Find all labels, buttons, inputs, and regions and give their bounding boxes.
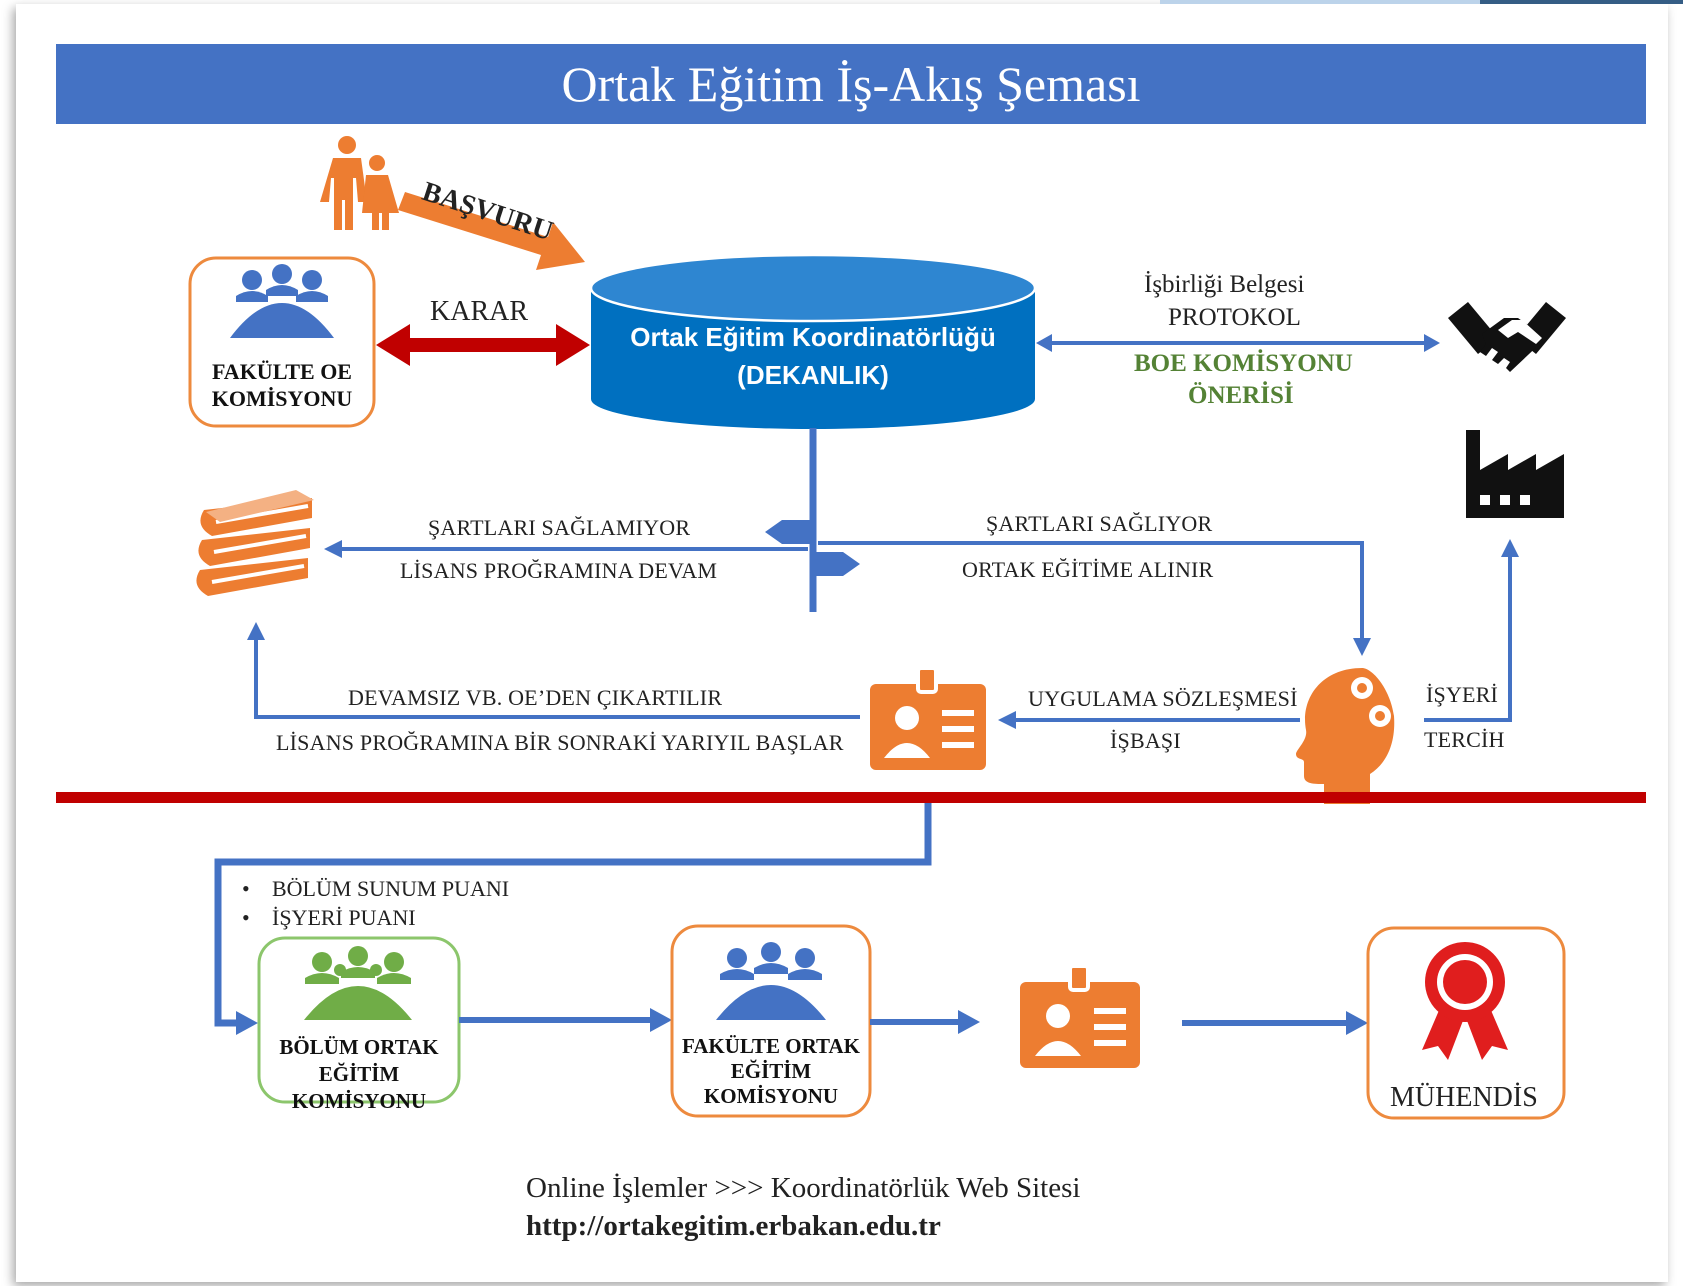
fakulte-komisyonu-line3: KOMİSYONU bbox=[703, 1084, 839, 1108]
website-url[interactable]: http://ortakegitim.erbakan.edu.tr bbox=[526, 1210, 941, 1242]
muhendis-box bbox=[1366, 926, 1566, 1120]
bullet-bolum-sunum-puani: BÖLÜM SUNUM PUANI bbox=[236, 876, 509, 905]
top-strip-dark bbox=[1480, 0, 1683, 4]
isyeri-label: İŞYERİ bbox=[1426, 682, 1499, 707]
devamsiz-label: DEVAMSIZ VB. OE’DEN ÇIKARTILIR bbox=[348, 685, 723, 710]
title-bar: Ortak Eğitim İş-Akış Şeması bbox=[56, 44, 1646, 124]
bolum-komisyonu-line2: EĞİTİM KOMİSYONU bbox=[291, 1062, 427, 1113]
meeting-group-blue-icon bbox=[716, 942, 826, 1020]
factory-icon bbox=[1466, 430, 1564, 518]
fakulte-oe-line2: KOMİSYONU bbox=[211, 386, 353, 411]
isyeri-tercih-arrow bbox=[1424, 555, 1512, 722]
karar-label: KARAR bbox=[430, 296, 529, 327]
bolum-komisyonu-line1: BÖLÜM ORTAK bbox=[279, 1035, 439, 1059]
to-bolum-komisyonu-arrow bbox=[214, 803, 932, 1027]
coordinator-subtitle: (DEKANLIK) bbox=[737, 360, 889, 390]
protokol-label: PROTOKOL bbox=[1168, 304, 1301, 331]
fakulte-komisyonu-line2: EĞİTİM bbox=[730, 1059, 812, 1083]
handshake-icon bbox=[1448, 302, 1566, 372]
family-icon bbox=[320, 136, 399, 230]
lisans-sonraki-label: LİSANS PROĞRAMINA BİR SONRAKİ YARIYIL BA… bbox=[276, 730, 844, 755]
fakulte-komisyonu-label: FAKÜLTE ORTAK EĞİTİM KOMİSYONU bbox=[672, 1034, 870, 1109]
meeting-group-green-icon bbox=[304, 946, 412, 1020]
fakulte-komisyonu-line1: FAKÜLTE ORTAK bbox=[682, 1034, 860, 1058]
sartlari-sagliyor-label: ŞARTLARI SAĞLIYOR bbox=[986, 511, 1213, 536]
decision-signpost bbox=[765, 428, 860, 612]
bullet-isyeri-puani: İŞYERİ PUANI bbox=[236, 905, 509, 934]
meeting-group-icon bbox=[230, 264, 334, 338]
online-islemler-text: Online İşlemler >>> Koordinatörlük Web S… bbox=[526, 1172, 1081, 1204]
sartlari-sagliyor-arrow bbox=[818, 541, 1364, 640]
devamsiz-arrow bbox=[254, 638, 860, 719]
sartlari-saglamiyor-label: ŞARTLARI SAĞLAMIYOR bbox=[428, 515, 691, 540]
karar-double-arrow bbox=[376, 324, 590, 366]
coordinator-cylinder bbox=[589, 253, 1037, 429]
books-icon bbox=[196, 490, 314, 596]
muhendis-label: MÜHENDİS bbox=[1390, 1082, 1538, 1113]
boe-onerisi-line2: ÖNERİSİ bbox=[1188, 382, 1294, 409]
award-ribbon-icon bbox=[1422, 942, 1508, 1060]
fakulte-oe-komisyonu-label: FAKÜLTE OE KOMİSYONU bbox=[190, 358, 374, 412]
lisans-programina-devam-label: LİSANS PROĞRAMINA DEVAM bbox=[400, 558, 718, 583]
tercih-label: TERCİH bbox=[1424, 727, 1505, 752]
section-divider bbox=[56, 792, 1646, 803]
uygulama-sozlesmesi-label: UYGULAMA SÖZLEŞMESİ bbox=[1028, 686, 1298, 711]
bolum-komisyonu-label: BÖLÜM ORTAK EĞİTİM KOMİSYONU bbox=[259, 1034, 459, 1115]
protocol-double-arrow bbox=[1036, 334, 1440, 352]
id-card-bottom-icon bbox=[1020, 964, 1140, 1068]
top-strip-light bbox=[1160, 0, 1480, 4]
basvuru-arrow bbox=[398, 192, 585, 270]
coordinator-title: Ortak Eğitim Koordinatörlüğü bbox=[630, 322, 996, 352]
isbasi-label: İŞBAŞI bbox=[1110, 728, 1181, 753]
isbirligi-belgesi-label: İşbirliği Belgesi bbox=[1144, 271, 1305, 298]
head-gears-icon bbox=[1296, 668, 1395, 804]
boe-onerisi-line1: BOE KOMİSYONU bbox=[1134, 350, 1353, 377]
id-card-icon bbox=[870, 666, 986, 770]
ortak-egitime-alinir-label: ORTAK EĞİTİME ALINIR bbox=[962, 557, 1214, 582]
fakulte-oe-line1: FAKÜLTE OE bbox=[212, 359, 352, 384]
score-bullet-list: BÖLÜM SUNUM PUANI İŞYERİ PUANI bbox=[236, 876, 509, 934]
page-title: Ortak Eğitim İş-Akış Şeması bbox=[561, 56, 1141, 112]
